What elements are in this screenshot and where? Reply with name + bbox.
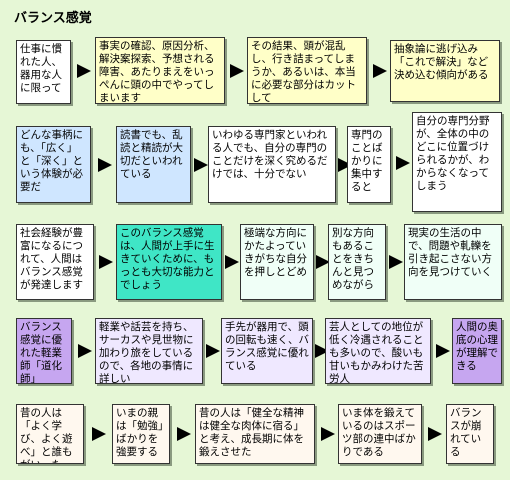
flow-box: 昔の人は「よく学び、よく遊べ」と誰もがいった: [16, 404, 84, 464]
flow-arrow-icon: [176, 427, 191, 441]
flow-box: 抽象論に逃げ込み「これで解決」など決め込む傾向がある: [390, 40, 500, 102]
flow-arrow-icon: [395, 156, 410, 170]
flow-box: いわゆる専門家といわれる人でも、自分の専門のことだけを深く究めるだけでは、十分で…: [208, 126, 336, 203]
flow-box: 専門のことばかりに集中すると: [347, 126, 391, 203]
flow-arrow-icon: [389, 255, 403, 269]
flow-box: 人間の奥底の心理が理解できる: [452, 318, 502, 384]
flow-arrow-icon: [97, 158, 112, 172]
flow-box: いま体を鍛えているのはスポーツ部の連中ばかりである: [338, 404, 422, 464]
flow-box: その結果、頭が混乱し、行き詰まってしまうか、あるいは、本当に必要な部分はカットし…: [247, 37, 367, 104]
flow-arrow-icon: [230, 64, 244, 78]
flow-box: 社会経験が豊富になるにつれて、人間はバランス感覚が発達します: [16, 224, 94, 300]
flow-arrow-icon: [372, 64, 387, 78]
flow-box: 読書でも、乱読と精読が大切だといわれている: [116, 126, 191, 203]
flow-arrow-icon: [428, 427, 442, 441]
flow-box: 現実の生活の中で、問題や軋轢を引き起こさない方向を見つけていく: [404, 224, 502, 300]
flow-arrow-icon: [225, 255, 239, 269]
flow-arrow-icon: [92, 427, 106, 441]
flow-box: バランス感覚に優れた軽業師「道化師」: [16, 318, 72, 384]
flow-arrow-icon: [99, 255, 113, 269]
flow-box: どんな事柄にも、「広く」と「深く」という体験が必要だ: [16, 126, 91, 203]
flow-box: このバランス感覚は、人間が上手に生きていくために、もっとも大切な能力とでしょう: [116, 224, 222, 300]
page-title: バランス感覚: [14, 11, 92, 26]
flow-arrow-icon: [320, 427, 335, 441]
flow-arrow-icon: [435, 344, 450, 358]
flow-box: バランスが崩れている: [446, 404, 494, 464]
flow-box: 芸人としての地位が低く冷遇されることも多いので、酸いも甘いもかみわけた苦労人: [325, 318, 431, 384]
flow-box: 昔の人は「健全な精神は健全な肉体に宿る」と考え、成長期に体を鍛えさせた: [195, 404, 315, 464]
flow-box: 仕事に慣れた人、器用な人に限って: [16, 40, 71, 104]
flow-box: 自分の専門分野が、全体の中のどこに位置づけられるかが、わからなくなってしまう: [412, 112, 502, 212]
flow-box: 事実の確認、原因分析、解決案探索、予想される障害、あたりまえをいっぺんに頭の中で…: [95, 37, 225, 104]
flow-arrow-icon: [193, 158, 208, 172]
flow-arrow-icon: [77, 64, 91, 78]
flow-box: 軽業や話芸を持ち、サーカスや見世物に加わり旅をしているので、各地の事情に詳しい: [95, 318, 203, 384]
flow-arrow-icon: [316, 255, 330, 269]
flow-box: 手先が器用で、頭の回転も速く、バランス感覚に優れている: [221, 318, 313, 384]
flow-arrow-icon: [77, 344, 92, 358]
flow-arrow-icon: [206, 344, 220, 358]
flow-box: 別な方向もあることをきちんと見つめながら: [328, 224, 386, 300]
flow-box: いまの親は「勉強」ばかりを強要する: [112, 404, 170, 464]
flow-box: 極端な方向にかたよっていきがちな自分を押しとどめ: [240, 224, 314, 300]
